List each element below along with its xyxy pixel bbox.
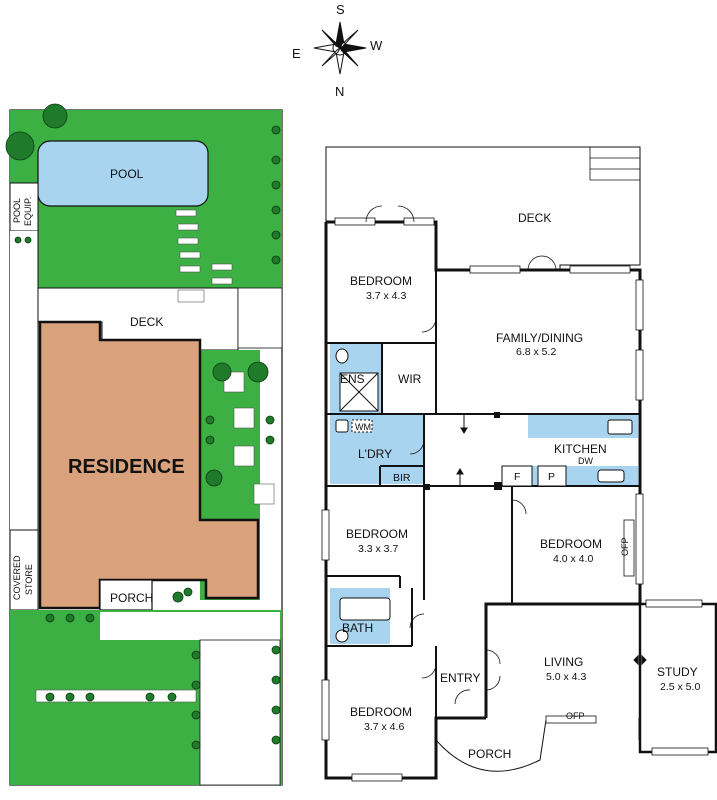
trees [5, 103, 281, 750]
front-porch-label: PORCH [468, 747, 511, 761]
bath-label: BATH [342, 621, 373, 635]
compass-e-label: E [292, 46, 301, 61]
bedroom-3-dim: 4.0 x 4.0 [553, 553, 593, 565]
laundry-label: L'DRY [358, 447, 392, 461]
bedroom-1-dim: 3.7 x 4.3 [366, 290, 406, 302]
living-dim: 5.0 x 4.3 [546, 671, 586, 683]
pool-equip-label-1: POOL [12, 198, 22, 223]
ofp-label-2: OFP [566, 711, 585, 721]
living-label: LIVING [544, 655, 583, 669]
fridge-box [501, 465, 533, 487]
pool [37, 140, 209, 207]
site-deck-label: DECK [130, 315, 163, 329]
porch-curve [435, 718, 547, 772]
bedroom-1-label: BEDROOM [350, 274, 412, 288]
site-plan: POOL POOL EQUIP. COVERED STORE DECK [5, 103, 283, 786]
study-label: STUDY [657, 665, 698, 679]
residence-label: RESIDENCE [68, 456, 185, 478]
pantry-box [537, 465, 567, 487]
fridge-label: F [514, 471, 520, 483]
floor-plan: DECK [321, 146, 717, 782]
bedroom-2-dim: 3.3 x 3.7 [358, 543, 398, 555]
wm-label: WM [355, 422, 371, 432]
outer-walls [324, 220, 642, 780]
bedroom-3-label: BEDROOM [540, 537, 602, 551]
study-outline [638, 602, 717, 754]
compass-rose: S E W N [292, 2, 383, 99]
site-porch [99, 579, 153, 611]
pool-equip-label-2: EQUIP. [23, 197, 33, 226]
compass-n-label: N [335, 84, 344, 99]
covered-store-label-1: COVERED [12, 555, 22, 600]
sink [597, 469, 625, 483]
interior-walls [326, 270, 640, 718]
bedroom-4-label: BEDROOM [350, 705, 412, 719]
wm-box [351, 419, 373, 433]
ofp-label-1: OFP [620, 537, 630, 556]
bedroom-2-label: BEDROOM [346, 527, 408, 541]
bathtub [339, 597, 391, 621]
front-path [100, 612, 280, 640]
dw-label: DW [578, 456, 593, 466]
compass-w-label: W [370, 38, 383, 53]
family-dining-label: FAMILY/DINING [496, 331, 583, 345]
covered-store-label-2: STORE [24, 564, 34, 595]
wir-label: WIR [398, 372, 422, 386]
pool-label: POOL [110, 167, 144, 181]
entry-label: ENTRY [440, 671, 480, 685]
floor-deck-label: DECK [518, 211, 551, 225]
driveway [199, 639, 281, 786]
bedroom-4-dim: 3.7 x 4.6 [364, 721, 404, 733]
pantry-label: P [548, 471, 555, 483]
pool-equip-box [9, 182, 39, 232]
site-porch-label: PORCH [110, 591, 153, 605]
bir-label: BIR [393, 472, 411, 484]
ens-label: ENS [340, 372, 365, 386]
study-dim: 2.5 x 5.0 [660, 681, 700, 693]
compass-s-label: S [336, 2, 345, 17]
family-dining-dim: 6.8 x 5.2 [516, 346, 556, 358]
covered-store [9, 529, 39, 611]
cooktop [607, 419, 633, 435]
kitchen-label: KITCHEN [554, 442, 607, 456]
